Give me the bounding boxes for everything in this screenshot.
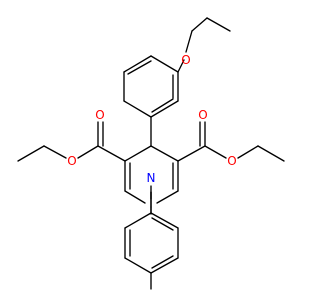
bond [124,190,146,204]
atom-label-nitrogen: N [147,171,156,185]
bond [206,17,231,32]
bond [177,59,185,73]
bond [77,145,99,159]
bond [127,60,152,75]
bond [156,190,179,204]
atom-label-oxygen: O [95,108,104,122]
bond [150,212,179,229]
bond [150,100,179,118]
bond [97,145,126,162]
bond-layer [17,17,285,290]
bond [17,145,45,162]
bond [257,145,285,162]
bond [123,100,152,118]
bond [150,257,179,274]
bond [124,212,152,229]
bond [151,255,174,269]
bond [151,217,174,231]
bond [151,98,174,113]
atom-label-oxygen: O [181,53,190,67]
bond [124,145,152,162]
bond [123,55,152,73]
bond [237,145,259,159]
bond [204,145,227,159]
bond [150,55,179,73]
atom-label-oxygen: O [67,154,76,168]
bond [185,30,193,53]
bond [124,257,152,274]
molecule-drawing: O O O O O N [17,17,285,290]
atom-label-oxygen: O [227,154,236,168]
atom-label-oxygen: O [198,108,207,122]
bond [177,145,206,162]
atom-label-layer: O O O O O N [67,53,236,185]
structure-canvas: O O O O O N [17,17,285,290]
bond [150,145,179,162]
hetero-bond-layer [185,30,193,53]
bond [43,145,67,159]
bond [191,17,208,32]
